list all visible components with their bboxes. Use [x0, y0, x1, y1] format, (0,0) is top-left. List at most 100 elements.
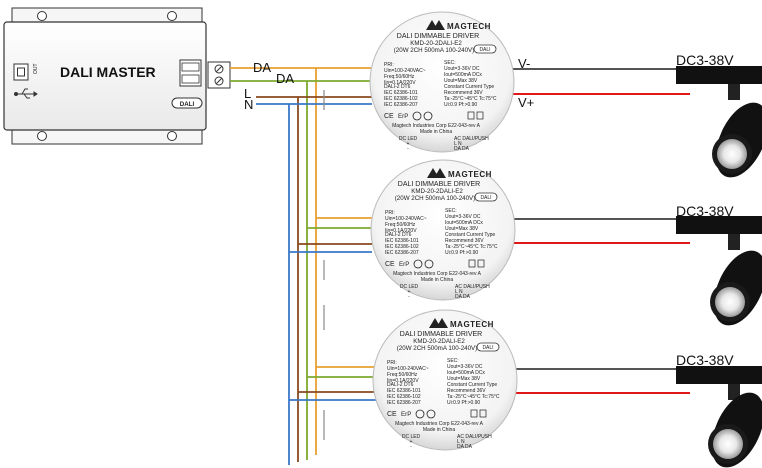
driver-dali-line: IEC 62386-207	[384, 102, 418, 108]
driver-dali-line: DALI-2 DT6	[387, 382, 414, 388]
driver-cct-line: Constant Current Type	[444, 84, 494, 90]
cert-circle-icon	[413, 259, 423, 269]
driver-sec-line: Uout=3-36V DC	[444, 66, 480, 72]
lamp-lens-icon	[713, 429, 743, 459]
cert-box-icon	[470, 409, 478, 418]
driver-footer-1: Magtech Industries Corp E22-043-rev A	[395, 421, 483, 427]
driver-cct-line: Ta:-25°C~45°C Tc:75°C	[444, 96, 497, 102]
driver-sec-line: Uout=3-36V DC	[445, 214, 481, 220]
driver-pri-line: Iin=0.1A/220V	[384, 80, 416, 86]
driver-io-left: +	[408, 289, 411, 295]
driver-spec: (20W 2CH 500mA 100-240V)	[395, 195, 475, 202]
neutral-wire	[256, 103, 376, 465]
driver-cct-line: Ta:-25°C~45°C Tc:75°C	[445, 244, 498, 250]
driver-pri-line: PRI:	[387, 360, 397, 366]
cert-circle-icon	[423, 111, 433, 121]
output-terminal-block	[179, 59, 202, 87]
master-title: DALI MASTER	[60, 64, 156, 80]
driver-sec-line: SEC:	[444, 60, 456, 66]
spot-lamp-1	[676, 66, 762, 178]
ce-mark-icon: CE	[384, 113, 394, 120]
erp-mark-icon: ErP	[398, 113, 408, 120]
ce-mark-icon: CE	[385, 261, 395, 268]
driver-io-right: DA DA	[455, 294, 471, 300]
driver-dali-line: DALI-2 DT6	[385, 232, 412, 238]
driver-sec-line: Iout=500mA DCx	[447, 370, 485, 376]
driver-dali-line: IEC 62386-101	[384, 90, 418, 96]
dali-badge: DALI	[171, 97, 203, 109]
wire-label-n: N	[244, 97, 254, 112]
driver-footer-1: Magtech Industries Corp E22-043-rev A	[392, 123, 480, 129]
driver-io-left: DC LED	[402, 434, 421, 440]
driver-pri-line: Freq:50/60Hz	[384, 74, 415, 80]
driver-io-right: AC DALI/PUSH	[454, 136, 489, 142]
driver-footer-2: Made in China	[420, 129, 452, 135]
driver-io-right: AC DALI/PUSH	[455, 284, 490, 290]
lamp-lens-icon	[717, 139, 747, 169]
magtech-logo-icon	[427, 168, 446, 178]
driver-dali-line: IEC 62386-102	[387, 394, 421, 400]
driver-brand: MAGTECH	[448, 170, 492, 179]
da-wire-green	[230, 80, 376, 460]
driver-brand: MAGTECH	[450, 320, 494, 329]
driver-dali-line: IEC 62386-101	[385, 238, 419, 244]
spot-lamp-2	[676, 216, 762, 326]
driver-io-right: L N	[455, 289, 463, 295]
driver-badge	[473, 44, 497, 54]
driver-dali-line: IEC 62386-207	[387, 400, 421, 406]
driver-cct-line: Ta:-25°C~45°C Tc:75°C	[447, 394, 500, 400]
driver-brand: MAGTECH	[447, 22, 491, 31]
driver-sec-line: SEC:	[447, 358, 459, 364]
driver-pri-line: Uin=100-240VAC~	[387, 366, 429, 372]
driver-spec: (20W 2CH 500mA 100-240V)	[394, 47, 474, 54]
driver-io-left: DC LED	[399, 136, 418, 142]
driver-pri-line: Iin=0.1A/220V	[387, 378, 419, 384]
lamp-arm	[728, 84, 740, 100]
cert-circle-icon	[415, 409, 425, 419]
driver-pri-line: PRI:	[384, 62, 394, 68]
magtech-logo-icon	[429, 318, 448, 328]
driver-footer-2: Made in China	[421, 277, 453, 283]
certification-icons: CE ErP	[384, 111, 484, 121]
driver-footer-2: Made in China	[423, 427, 455, 433]
lamp-arm	[728, 384, 740, 400]
screw-terminal	[207, 61, 231, 89]
wire-label-da-1: DA	[253, 60, 272, 75]
driver-badge-text: DALI	[479, 47, 490, 53]
dali-master-unit: OUT DALI	[3, 7, 231, 145]
driver-cct-line: Ui:0.9 Pf:>0.90	[444, 102, 477, 108]
driver-cct-line: Recommend 36V	[447, 388, 486, 394]
cert-box-icon	[477, 259, 485, 268]
driver-io-left: -	[407, 146, 409, 152]
driver-pri-line: Uin=100-240VAC~	[385, 216, 427, 222]
lamp-voltage-label-1: DC3-38V	[676, 52, 734, 68]
driver-dali-line: IEC 62386-207	[385, 250, 419, 256]
driver-title: DALI DIMMABLE DRIVER	[400, 331, 482, 338]
driver-badge	[476, 342, 500, 352]
driver-cct-line: Recommend 36V	[445, 238, 484, 244]
usb-symbol-icon	[14, 88, 38, 99]
driver-io-left: +	[407, 141, 410, 147]
driver-cct-line: Recommend 36V	[444, 90, 483, 96]
driver-pri-line: Freq:50/60Hz	[385, 222, 416, 228]
erp-mark-icon: ErP	[401, 411, 411, 418]
driver-sec-line: Iout=500mA DCx	[444, 72, 482, 78]
output-wires	[510, 68, 690, 394]
lamp-lens-icon	[715, 287, 745, 317]
da-wire-orange	[230, 67, 376, 455]
driver-dali-line: IEC 62386-102	[384, 96, 418, 102]
supply-wires	[230, 67, 376, 465]
cert-circle-icon	[412, 111, 422, 121]
driver-dali-line: IEC 62386-101	[387, 388, 421, 394]
driver-io-right: DA DA	[454, 146, 470, 152]
driver-sec-line: SEC:	[445, 208, 457, 214]
driver-pri-line: Freq:50/60Hz	[387, 372, 418, 378]
driver-badge	[474, 192, 498, 202]
driver-dali-line: DALI-2 DT6	[384, 84, 411, 90]
